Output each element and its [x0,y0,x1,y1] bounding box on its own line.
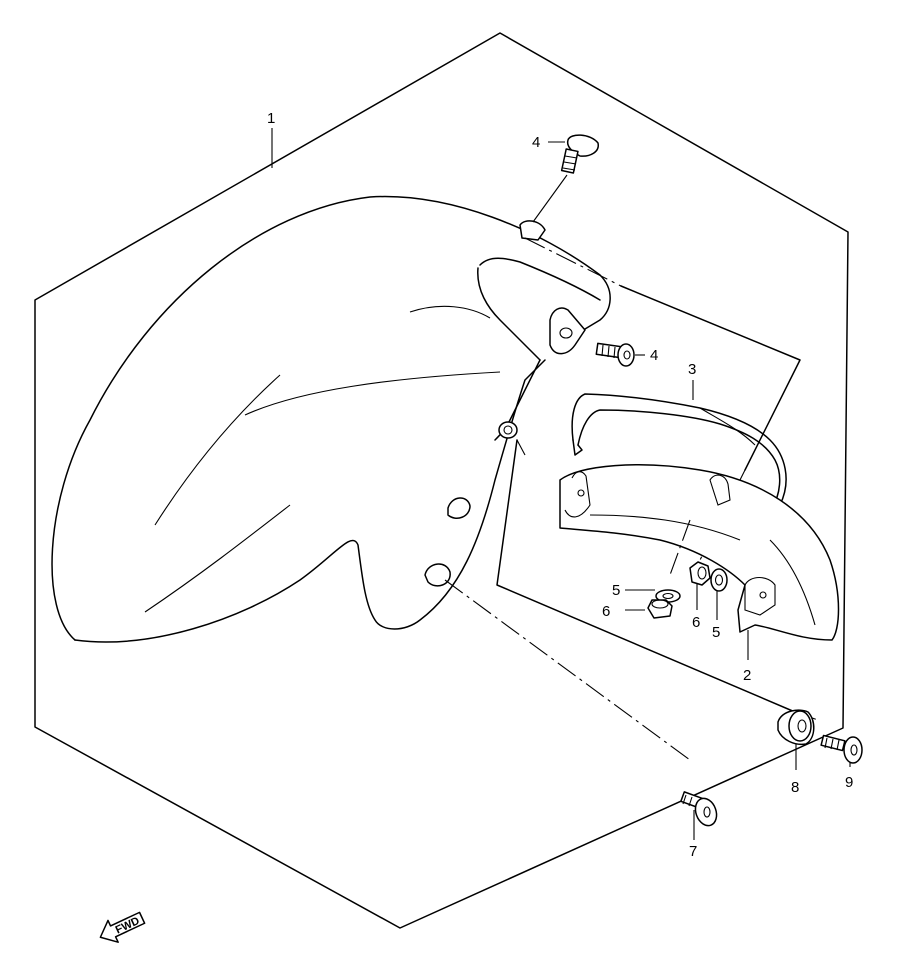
callout-8: 8 [791,779,799,796]
assembly-outline-hexagon [34,32,849,929]
callout-1: 1 [267,110,275,127]
screw-part-7 [680,791,718,827]
callout-4-side: 4 [650,347,658,364]
callout-6-right: 6 [692,614,700,631]
fwd-label: FWD [114,915,142,936]
mount-hole-mid [447,497,471,519]
subassembly-outline-lower [496,439,796,713]
mount-hole-lower [424,563,451,587]
mount-boss-side [498,421,518,439]
screw-part-4-side [595,342,635,367]
leader-4-top [532,174,568,223]
forward-direction-arrow: FWD [99,911,146,943]
callout-4-top: 4 [532,134,540,151]
callout-5-right: 5 [712,624,720,641]
nut-part-6-left [647,599,673,619]
fender-liner-part-2 [559,464,840,641]
callout-2: 2 [743,667,751,684]
callout-3: 3 [688,361,696,378]
screw-part-4-top [560,134,599,174]
callout-5-left: 5 [612,582,620,599]
callout-7: 7 [689,843,697,860]
callout-6-left: 6 [602,603,610,620]
screw-part-9 [820,734,863,764]
washer-part-5-right [710,568,728,592]
mount-hole-upper [559,327,573,339]
fender-brace-part-3 [571,393,787,516]
grommet-part-8 [777,709,815,746]
nut-part-6-right [689,561,711,586]
callout-9: 9 [845,774,853,791]
front-fender [51,195,611,643]
